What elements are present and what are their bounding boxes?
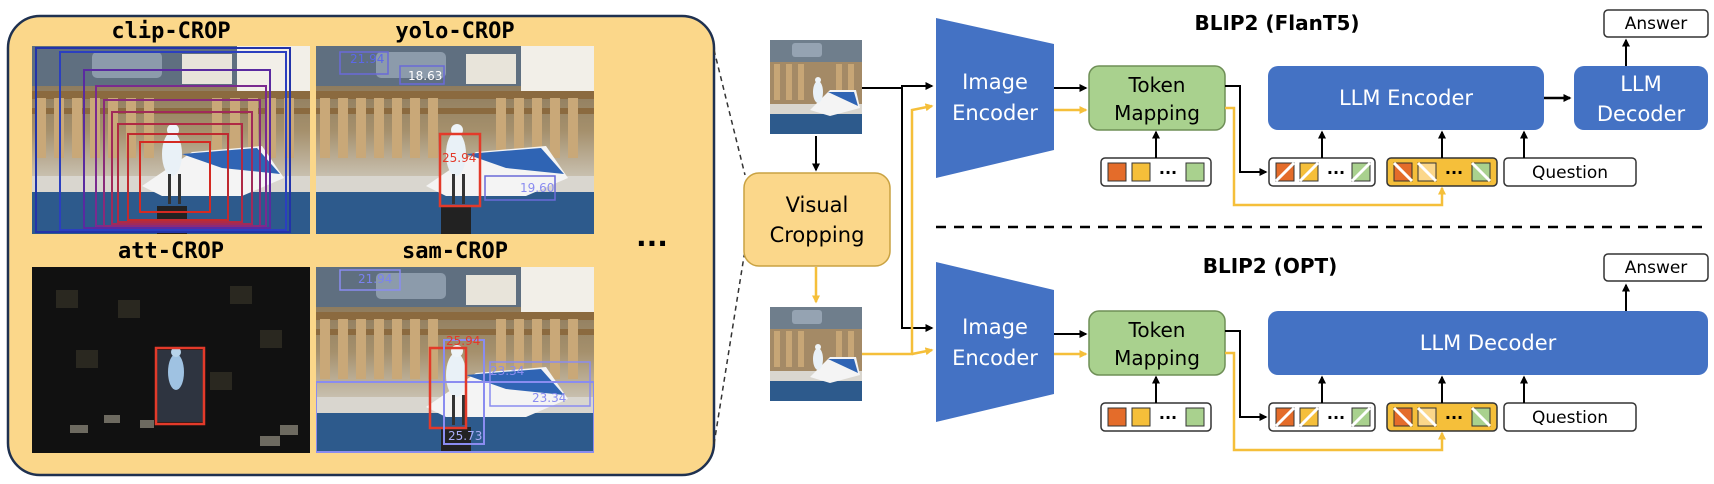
cropped-image [770,307,862,401]
visual-cropping-box: Visual Cropping [743,172,891,267]
top-query-tokens: ··· [1100,157,1212,187]
sam-crop-image: 21.94 25.94 23.34 23.34 25.73 [316,267,594,453]
image-encoder-label: Image [962,70,1028,94]
top-answer-box: Answer [1603,9,1709,38]
token-ellipsis: ··· [1159,163,1177,182]
token-ellipsis: ··· [1327,163,1345,182]
bottom-query-tokens: ··· [1100,402,1212,432]
token-ellipsis: ··· [1445,408,1463,427]
llm-decoder-label: LLM [1620,72,1662,96]
bottom-image-tokens: ··· [1268,402,1376,432]
bottom-answer-box: Answer [1603,253,1709,282]
yolo-score: 21.94 [350,52,384,66]
visual-cropping-label: Cropping [770,223,865,247]
sam-score: 23.34 [532,391,566,405]
top-image-encoder: Image Encoder [936,18,1054,178]
clip-crop-image [32,46,310,234]
answer-label: Answer [1625,258,1688,278]
llm-encoder-label: LLM Encoder [1339,86,1473,110]
image-encoder-label: Image [962,315,1028,339]
question-label: Question [1532,163,1608,183]
token-mapping-label: Token [1128,318,1186,342]
bottom-question-box: Question [1503,402,1637,432]
zoom-line [713,49,746,176]
question-label: Question [1532,408,1608,428]
llm-decoder-label: LLM Decoder [1420,331,1557,355]
sam-crop-title: sam-CROP [402,239,508,264]
arrow [1225,85,1268,176]
token-mapping-label: Mapping [1114,101,1200,125]
token-ellipsis: ··· [1159,408,1177,427]
top-token-mapping: Token Mapping [1088,65,1226,131]
llm-decoder-label: Decoder [1597,102,1686,126]
zoom-line [713,249,746,445]
top-llm-decoder: LLM Decoder [1574,66,1708,130]
bottom-pipeline-title: BLIP2 (OPT) [1203,254,1338,278]
clip-crop-title: clip-CROP [111,19,230,44]
bottom-image-encoder: Image Encoder [936,262,1054,422]
arrow [1225,106,1446,207]
token-ellipsis: ··· [1445,163,1463,182]
crop-methods-panel: clip-CROP yolo-CROP att-CROP sam-CROP [6,14,716,477]
yolo-crop-title: yolo-CROP [395,19,514,44]
arrow [911,347,934,356]
arrow [862,103,934,356]
sam-score: 25.73 [448,429,482,443]
yolo-crop-image: 21.94 18.63 25.94 19.60 [316,46,594,234]
att-crop-image [32,267,310,453]
bottom-token-mapping: Token Mapping [1088,310,1226,376]
top-question-box: Question [1503,157,1637,187]
token-mapping-label: Mapping [1114,346,1200,370]
input-image [770,40,862,134]
arrow [862,82,934,90]
sam-score: 25.94 [446,334,480,348]
visual-cropping-label: Visual [786,193,849,217]
token-mapping-label: Token [1128,73,1186,97]
bottom-llm-decoder: LLM Decoder [1268,311,1708,375]
arrow [1225,351,1446,452]
top-crop-tokens: ··· [1386,157,1498,187]
sam-score: 23.34 [490,364,524,378]
token-ellipsis: ··· [1327,408,1345,427]
top-pipeline-title: BLIP2 (FlanT5) [1194,11,1359,35]
image-encoder-label: Encoder [952,101,1038,125]
yolo-score: 25.94 [442,151,476,165]
image-encoder-label: Encoder [952,346,1038,370]
arrow [901,88,934,332]
top-image-tokens: ··· [1268,157,1376,187]
yolo-score: 18.63 [408,69,442,83]
answer-label: Answer [1625,14,1688,34]
more-methods-ellipsis: ... [636,220,668,253]
att-crop-title: att-CROP [118,239,224,264]
top-llm-encoder: LLM Encoder [1268,66,1544,130]
sam-score: 21.94 [358,272,392,286]
arrow [1225,330,1268,421]
bottom-crop-tokens: ··· [1386,402,1498,432]
yolo-score: 19.60 [520,181,554,195]
